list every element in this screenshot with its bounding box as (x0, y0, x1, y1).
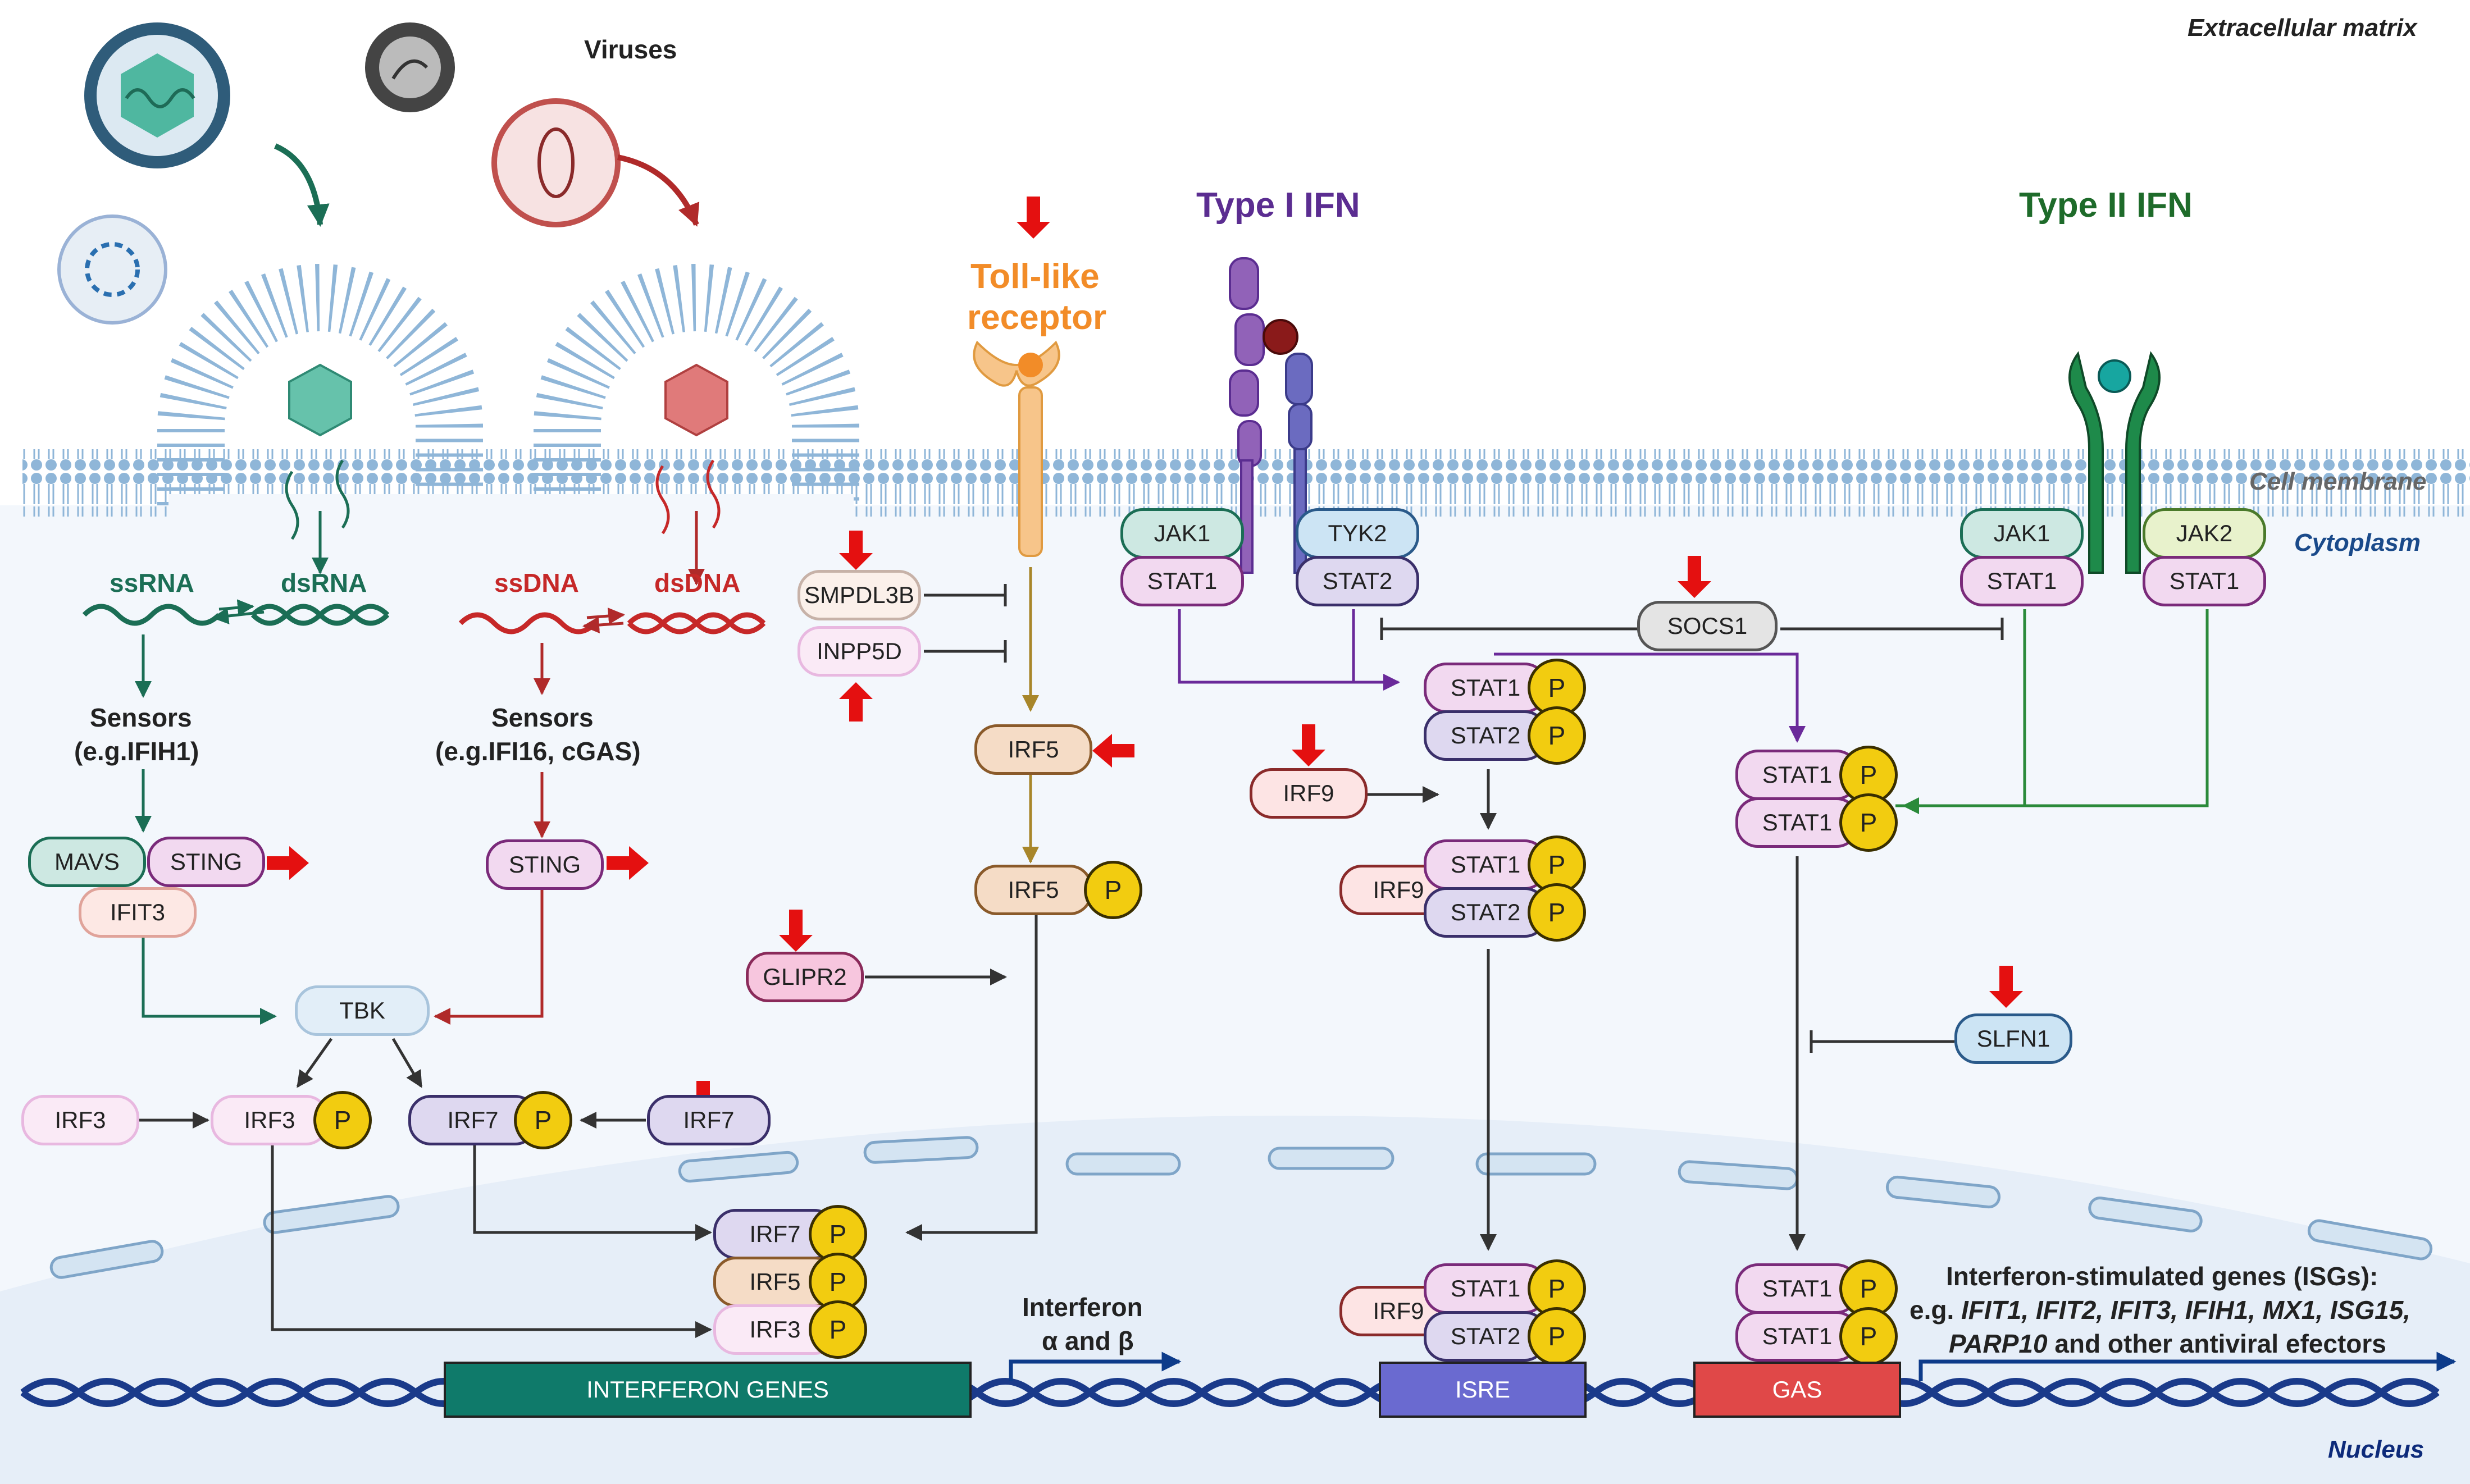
virus-red-icon (491, 98, 621, 227)
phospho-badge: P (809, 1253, 867, 1311)
nuclear-gaf-b-node: STAT1 (1735, 1311, 1859, 1362)
irf5-node: IRF5 (974, 724, 1092, 775)
ssrna-label: ssRNA (110, 568, 194, 597)
phospho-badge: P (1839, 793, 1898, 852)
isg-line3-rest: and other antiviral efectors (2047, 1329, 2386, 1358)
nuclear-stat1-node: STAT1 (1424, 1263, 1547, 1314)
dsrna-strand (250, 604, 390, 626)
rna-sensors-line1: Sensors (90, 703, 192, 732)
gas-block: GAS (1693, 1362, 1901, 1418)
cytoplasm-label: Cytoplasm (2294, 529, 2421, 556)
phospho-badge: P (514, 1091, 572, 1149)
jak2-node: JAK2 (2143, 508, 2266, 559)
phospho-badge: P (1528, 883, 1586, 942)
ssdna-strand (458, 612, 598, 634)
dsdna-strand (627, 612, 766, 634)
tbk-node: TBK (295, 985, 430, 1036)
isg-line2-genes: IFIT1, IFIT2, IFIT3, IFIH1, MX1, ISG15, (1961, 1295, 2411, 1325)
mavs-node: MAVS (28, 837, 146, 887)
dsrna-label: dsRNA (281, 568, 367, 597)
isre-block: ISRE (1379, 1362, 1587, 1418)
irf3-phospho-node: IRF3 (211, 1095, 329, 1145)
phospho-badge: P (1084, 861, 1142, 919)
type2-receptor-icon (2068, 351, 2161, 574)
tlr-heading-line1: Toll-like (970, 257, 1100, 296)
slfn1-node: SLFN1 (1954, 1013, 2072, 1064)
red-marker-arrows (267, 197, 2023, 1123)
type2-ifn-heading: Type II IFN (2019, 186, 2193, 225)
interferon-output-line2: α and β (1042, 1326, 1134, 1355)
nuclear-stat2-node: STAT2 (1424, 1311, 1547, 1362)
capsid-red-icon (664, 363, 728, 437)
dsdna-label: dsDNA (654, 568, 741, 597)
stat1-gaf-b-node: STAT1 (1735, 797, 1859, 848)
isg-line2: e.g. IFIT1, IFIT2, IFIT3, IFIH1, MX1, IS… (1910, 1297, 2410, 1323)
nucleus-label: Nucleus (2328, 1436, 2425, 1463)
interferon-output-line1: Interferon (1022, 1293, 1143, 1322)
irf7-free-node: IRF7 (647, 1095, 771, 1145)
stat2-isgf3-node: STAT2 (1424, 887, 1547, 938)
isg-line3: PARP10 and other antiviral efectors (1949, 1331, 2386, 1357)
isg-line2-prefix: e.g. (1910, 1295, 1962, 1325)
phospho-badge: P (1528, 1307, 1586, 1366)
cell-membrane-label: Cell membrane (2249, 468, 2427, 495)
tlr-heading-line2: receptor (967, 298, 1107, 337)
phospho-badge: P (1528, 706, 1586, 765)
endosome-dna (534, 264, 859, 505)
dna-sensors-line2: (e.g.IFI16, cGAS) (435, 737, 641, 766)
irf3-free-node: IRF3 (21, 1095, 139, 1145)
isg-line3-gene: PARP10 (1949, 1329, 2048, 1358)
stat2-type1-node: STAT2 (1296, 556, 1419, 606)
dna-sensors-line1: Sensors (491, 703, 594, 732)
tyk2-node: TYK2 (1296, 508, 1419, 559)
virus-green-icon (84, 22, 230, 168)
interferon-genes-block: INTERFERON GENES (444, 1362, 972, 1418)
ssrna-strand (82, 604, 221, 626)
rna-sensors-line2: (e.g.IFIH1) (74, 737, 199, 766)
sting-node-rna: STING (147, 837, 265, 887)
stat1-type2a-node: STAT1 (1960, 556, 2084, 606)
phospho-badge: P (809, 1300, 867, 1359)
glipr2-node: GLIPR2 (746, 952, 864, 1002)
extracellular-label: Extracellular matrix (2188, 14, 2417, 42)
viruses-heading: Viruses (584, 35, 677, 64)
irf9-free-node: IRF9 (1250, 768, 1368, 819)
virus-gray-icon (365, 22, 455, 112)
inpp5d-node: INPP5D (797, 626, 921, 677)
phospho-badge: P (313, 1091, 372, 1149)
sting-node-dna: STING (486, 839, 604, 890)
jak1-type2-node: JAK1 (1960, 508, 2084, 559)
smpdl3b-node: SMPDL3B (797, 570, 921, 620)
stat1-isgf3-node: STAT1 (1424, 839, 1547, 890)
virus-blue-icon (57, 214, 167, 325)
type1-ifn-heading: Type I IFN (1196, 186, 1360, 225)
phospho-badge: P (1528, 1259, 1586, 1318)
toll-like-receptor-icon (973, 340, 1060, 557)
irf5-phospho-node: IRF5 (974, 865, 1092, 915)
isg-line1: Interferon-stimulated genes (ISGs): (1946, 1262, 2378, 1291)
jak1-type1-node: JAK1 (1120, 508, 1244, 559)
stat1-type1-node: STAT1 (1120, 556, 1244, 606)
ifit3-node: IFIT3 (79, 887, 197, 938)
dna-helix (20, 1378, 2440, 1407)
socs1-node: SOCS1 (1637, 601, 1778, 651)
capsid-green-icon (288, 363, 352, 437)
ssdna-label: ssDNA (494, 568, 579, 597)
endosome-rna (157, 264, 483, 505)
phospho-badge: P (1839, 1307, 1898, 1366)
stat1-type2b-node: STAT1 (2143, 556, 2266, 606)
